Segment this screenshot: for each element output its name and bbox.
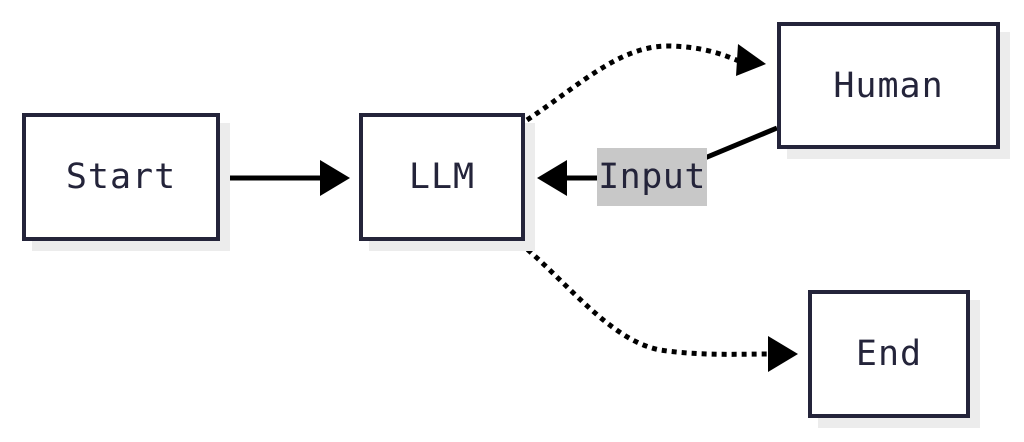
edge-llm-to-end — [518, 241, 771, 357]
start-node-label: Start — [65, 157, 177, 197]
human-node-label: Human — [833, 65, 944, 106]
llm-node[interactable]: LLM — [359, 113, 525, 241]
end-node-label: End — [855, 334, 923, 374]
start-node[interactable]: Start — [22, 113, 220, 241]
arrowhead-llm-from-start — [320, 160, 350, 196]
input-edge-label-text: Input — [598, 157, 706, 197]
arrowhead-human-from-llm — [736, 44, 766, 76]
edge-llm-to-human — [525, 43, 743, 123]
llm-node-label: LLM — [408, 157, 476, 197]
edge-human-to-llm — [699, 125, 778, 163]
input-edge-label: Input — [597, 148, 707, 206]
arrowhead-end-from-llm — [768, 336, 798, 372]
human-node[interactable]: Human — [777, 22, 1000, 149]
end-node[interactable]: End — [808, 290, 970, 418]
arrowhead-llm-from-human — [537, 160, 567, 196]
